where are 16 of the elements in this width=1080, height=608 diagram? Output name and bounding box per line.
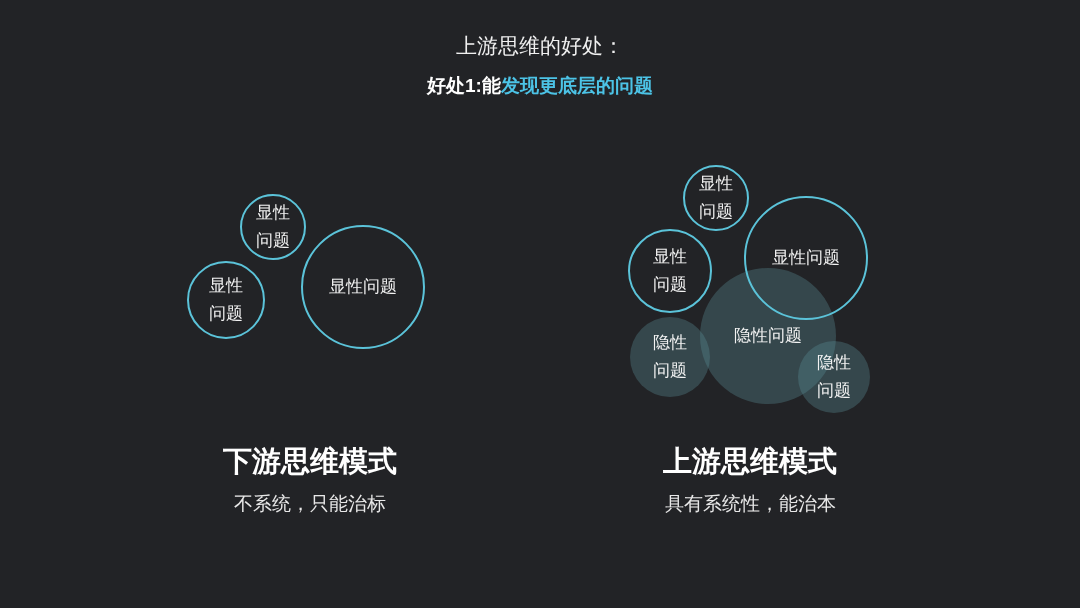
circle-label: 隐性问题 bbox=[816, 351, 852, 402]
mode-heading: 下游思维模式 bbox=[223, 444, 397, 479]
circle-label: 显性问题 bbox=[255, 201, 291, 252]
mode-description: 具有系统性，能治本 bbox=[664, 491, 836, 516]
circle-label: 显性问题 bbox=[652, 245, 688, 296]
circle-label: 显性问题 bbox=[698, 172, 734, 223]
circle-label: 隐性问题 bbox=[734, 324, 802, 347]
circle-label: 显性问题 bbox=[208, 274, 244, 325]
circle-label: 显性问题 bbox=[329, 275, 397, 298]
mode-description: 不系统，只能治标 bbox=[234, 491, 386, 516]
subtitle: 好处1:能 bbox=[427, 74, 501, 98]
highlighted-subtitle: 发现更底层的问题 bbox=[500, 74, 653, 98]
mode-heading: 上游思维模式 bbox=[663, 444, 837, 479]
circle-label: 显性问题 bbox=[772, 246, 840, 269]
title: 上游思维的好处： bbox=[456, 33, 624, 59]
circle-label: 隐性问题 bbox=[652, 331, 688, 382]
